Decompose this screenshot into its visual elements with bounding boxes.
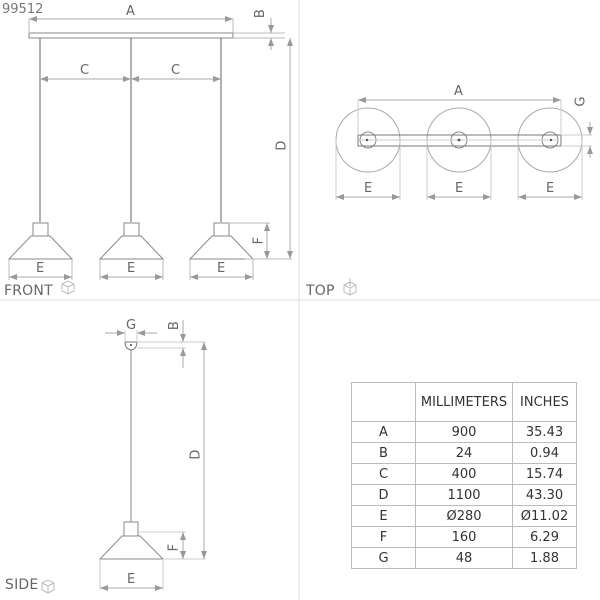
- top-dim-e1: E: [364, 181, 373, 196]
- in-cell: 6.29: [512, 526, 577, 548]
- side-dim-d: D: [188, 449, 204, 460]
- front-view-label: FRONT: [4, 283, 53, 299]
- top-dim-e2: E: [455, 181, 464, 196]
- side-dim-g: G: [126, 318, 137, 333]
- front-dim-d: D: [274, 140, 290, 151]
- top-dim-e3: E: [546, 181, 555, 196]
- side-view-label: SIDE: [5, 577, 39, 593]
- mm-cell: 900: [415, 421, 513, 443]
- dim-cell: D: [351, 484, 416, 506]
- in-cell: 0.94: [512, 442, 577, 464]
- side-dim-e: E: [127, 572, 136, 587]
- front-dim-e1: E: [36, 261, 45, 276]
- front-cube-icon: [61, 280, 75, 295]
- dim-cell: A: [351, 421, 416, 443]
- in-cell: 15.74: [512, 463, 577, 485]
- mm-cell: 48: [415, 547, 513, 569]
- mm-cell: 160: [415, 526, 513, 548]
- dim-cell: F: [351, 526, 416, 548]
- in-cell: 35.43: [512, 421, 577, 443]
- product-code: 99512: [2, 2, 44, 17]
- table-header-row: MILLIMETERS INCHES: [351, 382, 577, 422]
- mm-cell: 24: [415, 442, 513, 464]
- header-mm: MILLIMETERS: [415, 382, 513, 422]
- front-dim-b: B: [253, 8, 269, 19]
- header-in: INCHES: [512, 382, 577, 422]
- mm-cell: 400: [415, 463, 513, 485]
- top-view-label: TOP: [306, 283, 335, 299]
- front-dim-c1: C: [80, 63, 90, 78]
- front-dim-a: A: [126, 4, 136, 19]
- front-dim-c2: C: [171, 63, 181, 78]
- dim-cell: B: [351, 442, 416, 464]
- in-cell: Ø11.02: [512, 505, 577, 527]
- top-dim-g: G: [573, 96, 589, 107]
- side-dim-b: B: [167, 320, 183, 331]
- side-dim-f: F: [166, 543, 182, 552]
- in-cell: 1.88: [512, 547, 577, 569]
- front-dim-e3: E: [217, 261, 226, 276]
- side-view: [41, 320, 207, 594]
- top-cube-icon: [343, 278, 357, 296]
- front-view: [7, 16, 293, 295]
- in-cell: 43.30: [512, 484, 577, 506]
- dim-cell: C: [351, 463, 416, 485]
- top-dim-a: A: [454, 84, 464, 99]
- mm-cell: Ø280: [415, 505, 513, 527]
- front-dim-e2: E: [127, 261, 136, 276]
- mm-cell: 1100: [415, 484, 513, 506]
- dim-cell: G: [351, 547, 416, 569]
- top-view: [335, 97, 593, 296]
- dim-cell: E: [351, 505, 416, 527]
- side-cube-icon: [41, 579, 55, 594]
- front-dim-f: F: [251, 236, 267, 245]
- header-dim: [351, 382, 416, 422]
